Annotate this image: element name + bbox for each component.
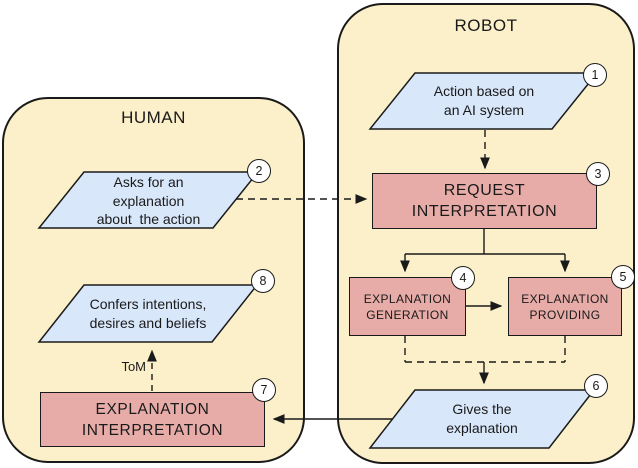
step-circle-1: 1 [583, 63, 607, 87]
gives-parallelogram-shape [368, 389, 596, 449]
step-circle-2: 2 [247, 159, 271, 183]
confers-parallelogram-shape [37, 284, 259, 343]
explanation-interpretation-label: EXPLANATION INTERPRETATION [81, 400, 224, 439]
explanation-generation-box: EXPLANATION GENERATION [349, 277, 466, 336]
step-circle-3: 3 [586, 162, 610, 186]
human-container-title: HUMAN [121, 108, 186, 127]
asks-parallelogram-label: Asks for an explanation about the action [96, 174, 201, 227]
step-circle-5: 5 [611, 265, 635, 289]
robot-container-title: ROBOT [454, 16, 518, 35]
explanation-providing-box: EXPLANATION PROVIDING [508, 277, 622, 336]
step-circle-7: 7 [252, 378, 276, 402]
action-parallelogram-shape [368, 72, 599, 130]
gives-parallelogram-label: Gives the explanation [446, 401, 518, 436]
request-interpretation-box: REQUEST INTERPRETATION [372, 173, 597, 229]
action-parallelogram-label: Action based on an AI system [433, 83, 535, 118]
explanation-generation-label: EXPLANATION GENERATION [363, 291, 452, 322]
request-interpretation-label: REQUEST INTERPRETATION [411, 182, 558, 220]
step-circle-8: 8 [251, 269, 275, 293]
connector-request-split [405, 229, 565, 255]
asks-parallelogram-shape [37, 171, 260, 229]
step-circle-6: 6 [584, 374, 608, 398]
step-circle-4: 4 [451, 266, 475, 290]
explanation-interpretation-box: EXPLANATION INTERPRETATION [40, 392, 265, 447]
tom-annotation: ToM [121, 359, 146, 374]
confers-parallelogram-label: Confers intentions, desires and beliefs [89, 296, 207, 331]
explanation-providing-label: EXPLANATION PROVIDING [521, 291, 609, 322]
